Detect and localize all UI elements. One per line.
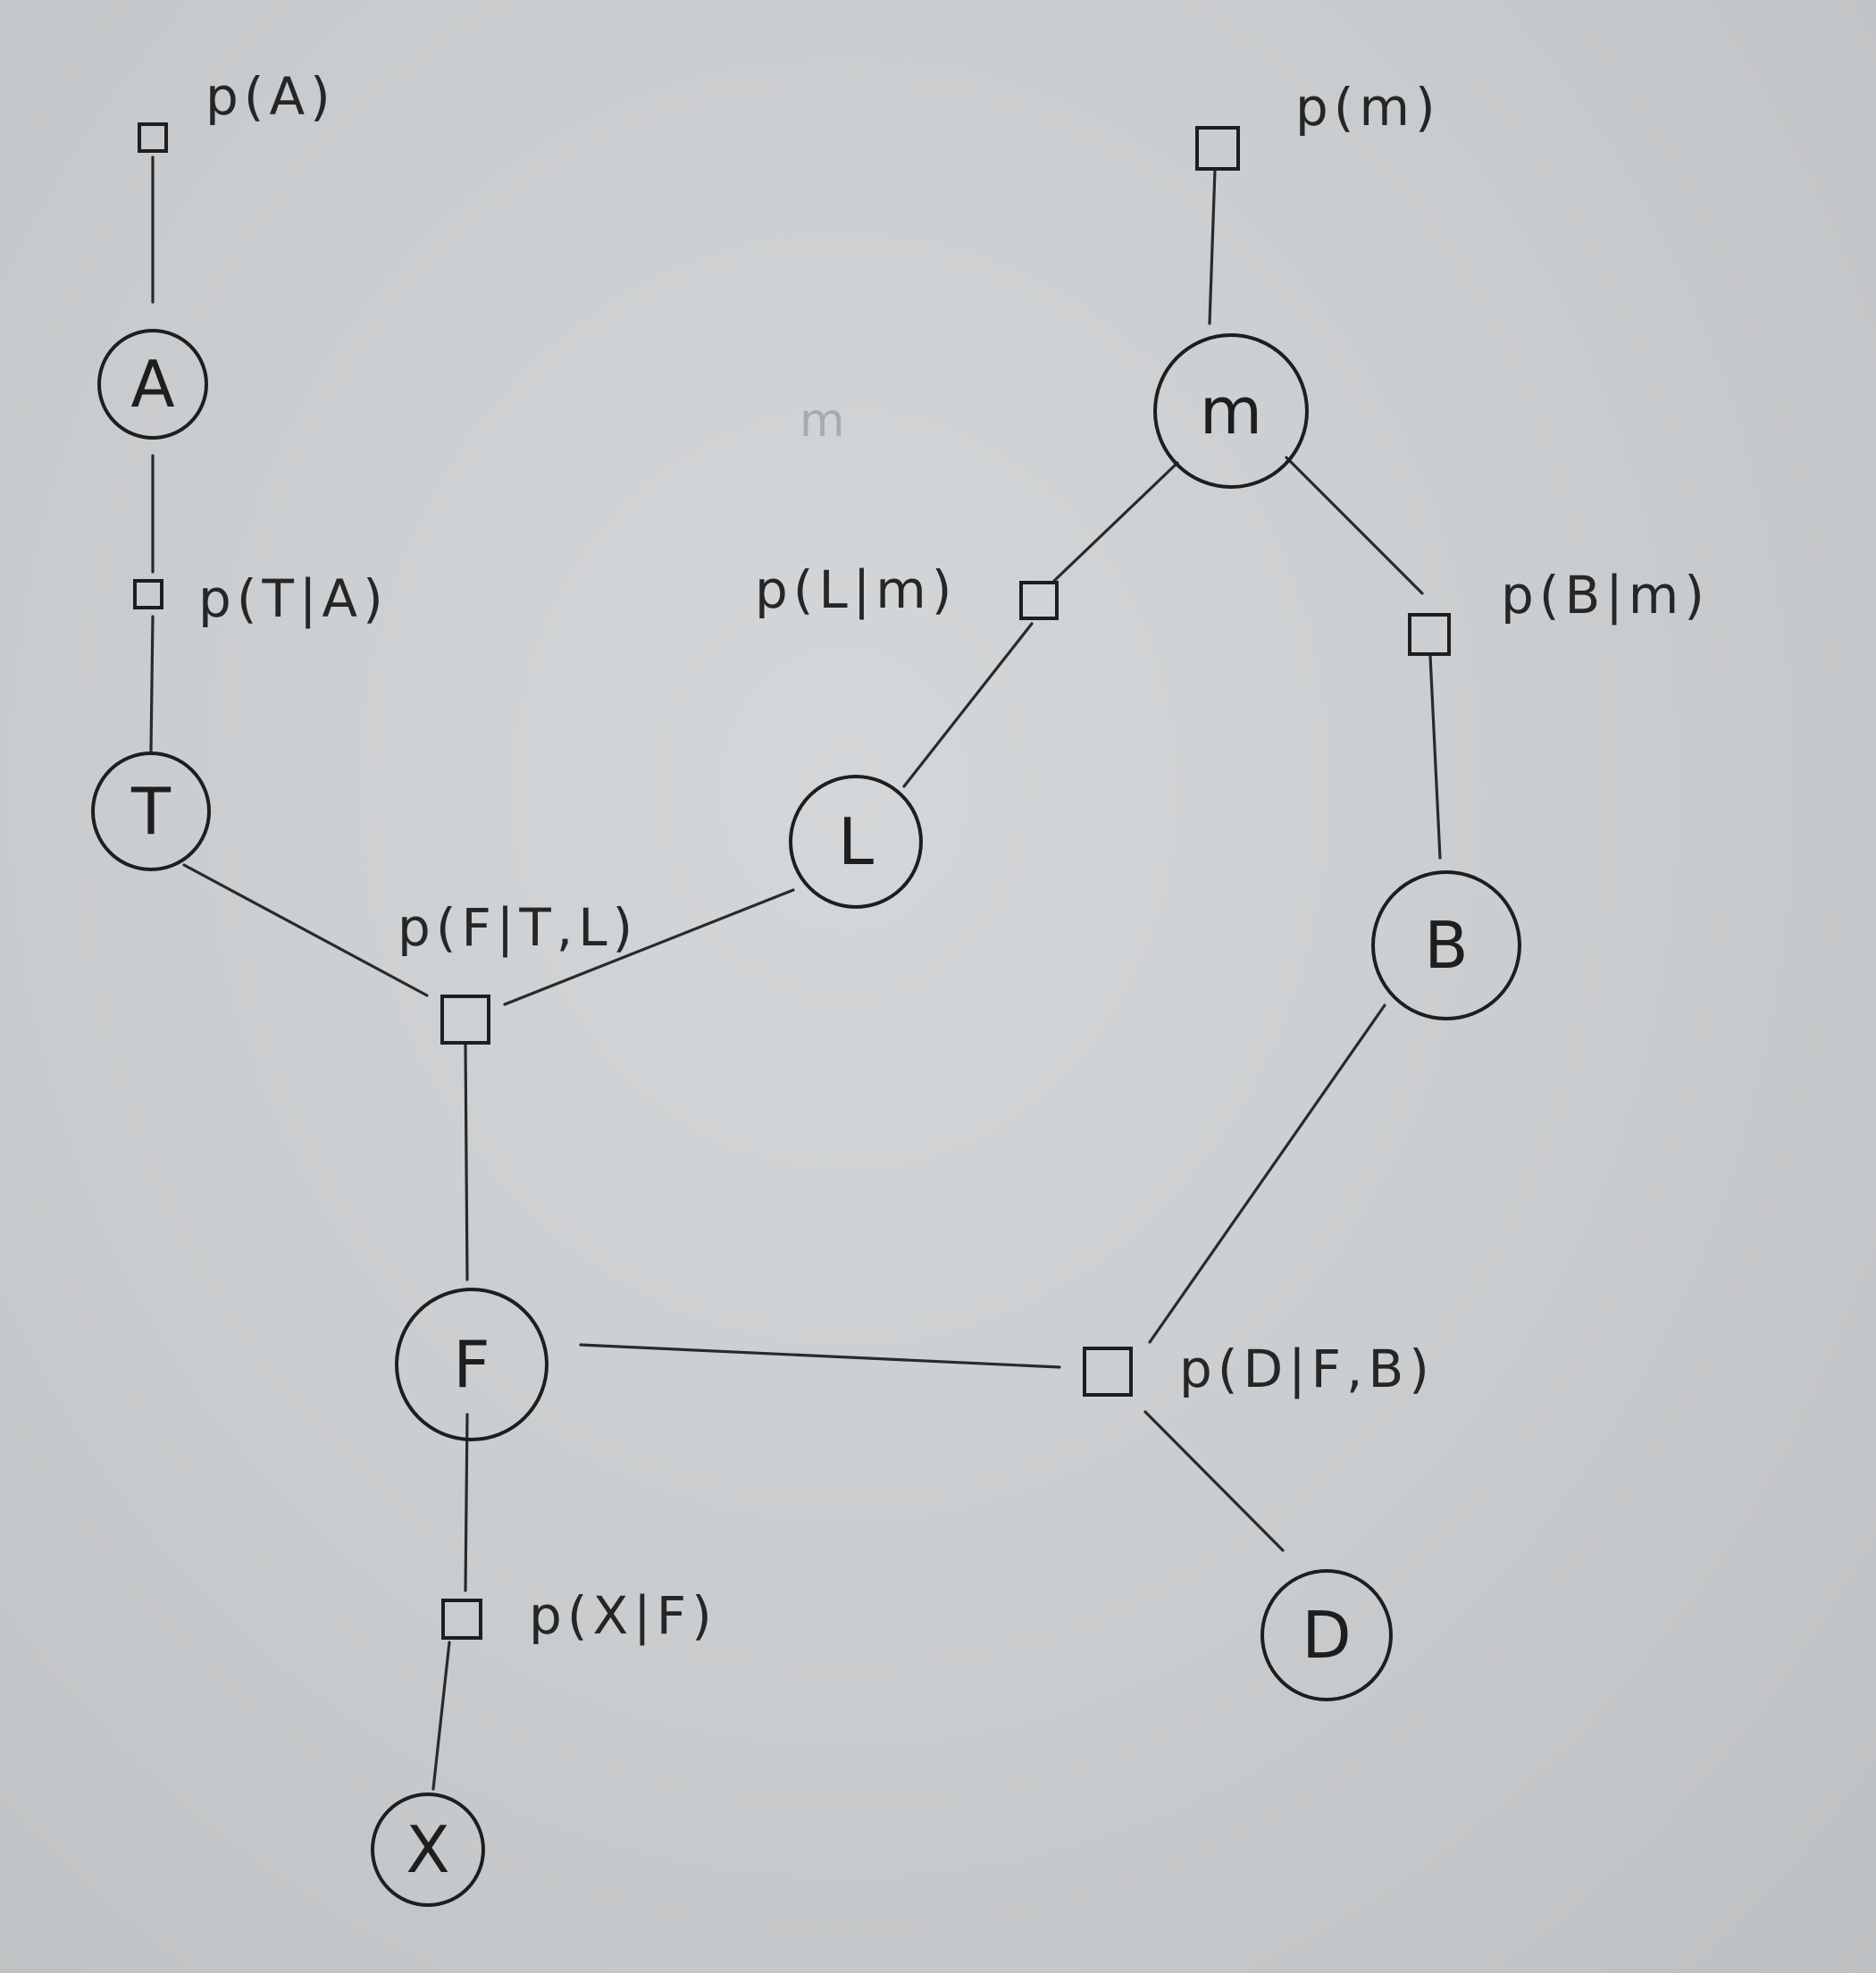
variable-label-a: A bbox=[130, 347, 174, 422]
variable-label-l: L bbox=[838, 804, 874, 879]
factor-node-pxf bbox=[441, 1599, 482, 1640]
edge-pta-t bbox=[149, 615, 155, 752]
variable-label-d: D bbox=[1302, 1598, 1351, 1673]
variable-label-b: B bbox=[1424, 908, 1468, 983]
edge-pftl-t bbox=[182, 863, 429, 997]
factor-node-pbm bbox=[1408, 613, 1451, 656]
edge-pbm-b bbox=[1428, 654, 1442, 860]
factor-label-pa: p(A) bbox=[205, 66, 336, 127]
variable-node-a bbox=[97, 329, 208, 440]
edge-plm-m bbox=[1052, 461, 1179, 583]
factors-layer: p(A) p(T|A) p(m) p(L|m) p(B|m) p(F|T,L) p(D|F,… bbox=[133, 66, 1710, 1646]
edge-pftl-l bbox=[503, 888, 795, 1006]
variable-node-m bbox=[1153, 333, 1309, 489]
edge-pftl-f bbox=[464, 1042, 469, 1281]
variable-node-f bbox=[395, 1288, 549, 1441]
edge-pdfb-d bbox=[1143, 1410, 1285, 1552]
edge-pbm-m bbox=[1285, 456, 1424, 595]
variable-node-t bbox=[91, 751, 211, 871]
variables-layer: A TmL B F D X bbox=[91, 329, 1521, 1907]
variable-label-f: F bbox=[453, 1327, 490, 1402]
variable-label-t: T bbox=[130, 774, 172, 849]
edge-pdfb-f bbox=[579, 1343, 1061, 1369]
factor-label-pta: p(T|A) bbox=[198, 568, 389, 629]
factor-label-pdfb: p(D|F,B) bbox=[1179, 1339, 1435, 1399]
factor-node-pdfb bbox=[1083, 1347, 1133, 1397]
edge-pdfb-b bbox=[1148, 1003, 1386, 1344]
variable-node-l bbox=[789, 775, 923, 909]
stray-faint-mark: m bbox=[800, 394, 845, 448]
factor-label-pxf: p(X|F) bbox=[529, 1585, 717, 1646]
edge-pm-m bbox=[1208, 168, 1217, 325]
factor-label-plm: p(L|m) bbox=[755, 559, 957, 620]
edge-pxf-f bbox=[464, 1413, 469, 1592]
variable-node-d bbox=[1260, 1569, 1393, 1701]
factor-label-pm: p(m) bbox=[1295, 77, 1441, 138]
factor-node-pftl bbox=[440, 995, 490, 1045]
factor-node-pm bbox=[1195, 126, 1240, 171]
variable-label-m: m bbox=[1200, 374, 1262, 449]
factor-node-pa bbox=[138, 122, 168, 153]
edge-plm-l bbox=[902, 622, 1034, 788]
factor-node-plm bbox=[1019, 581, 1059, 620]
edge-pxf-x bbox=[431, 1641, 451, 1791]
edges-layer bbox=[149, 155, 1442, 1791]
factor-node-pta bbox=[133, 579, 163, 609]
variable-node-x bbox=[371, 1792, 485, 1907]
factor-label-pbm: p(B|m) bbox=[1501, 565, 1710, 625]
variable-label-x: X bbox=[406, 1812, 449, 1887]
factor-label-pftl: p(F|T,L) bbox=[398, 897, 638, 958]
variable-node-b bbox=[1371, 870, 1521, 1020]
